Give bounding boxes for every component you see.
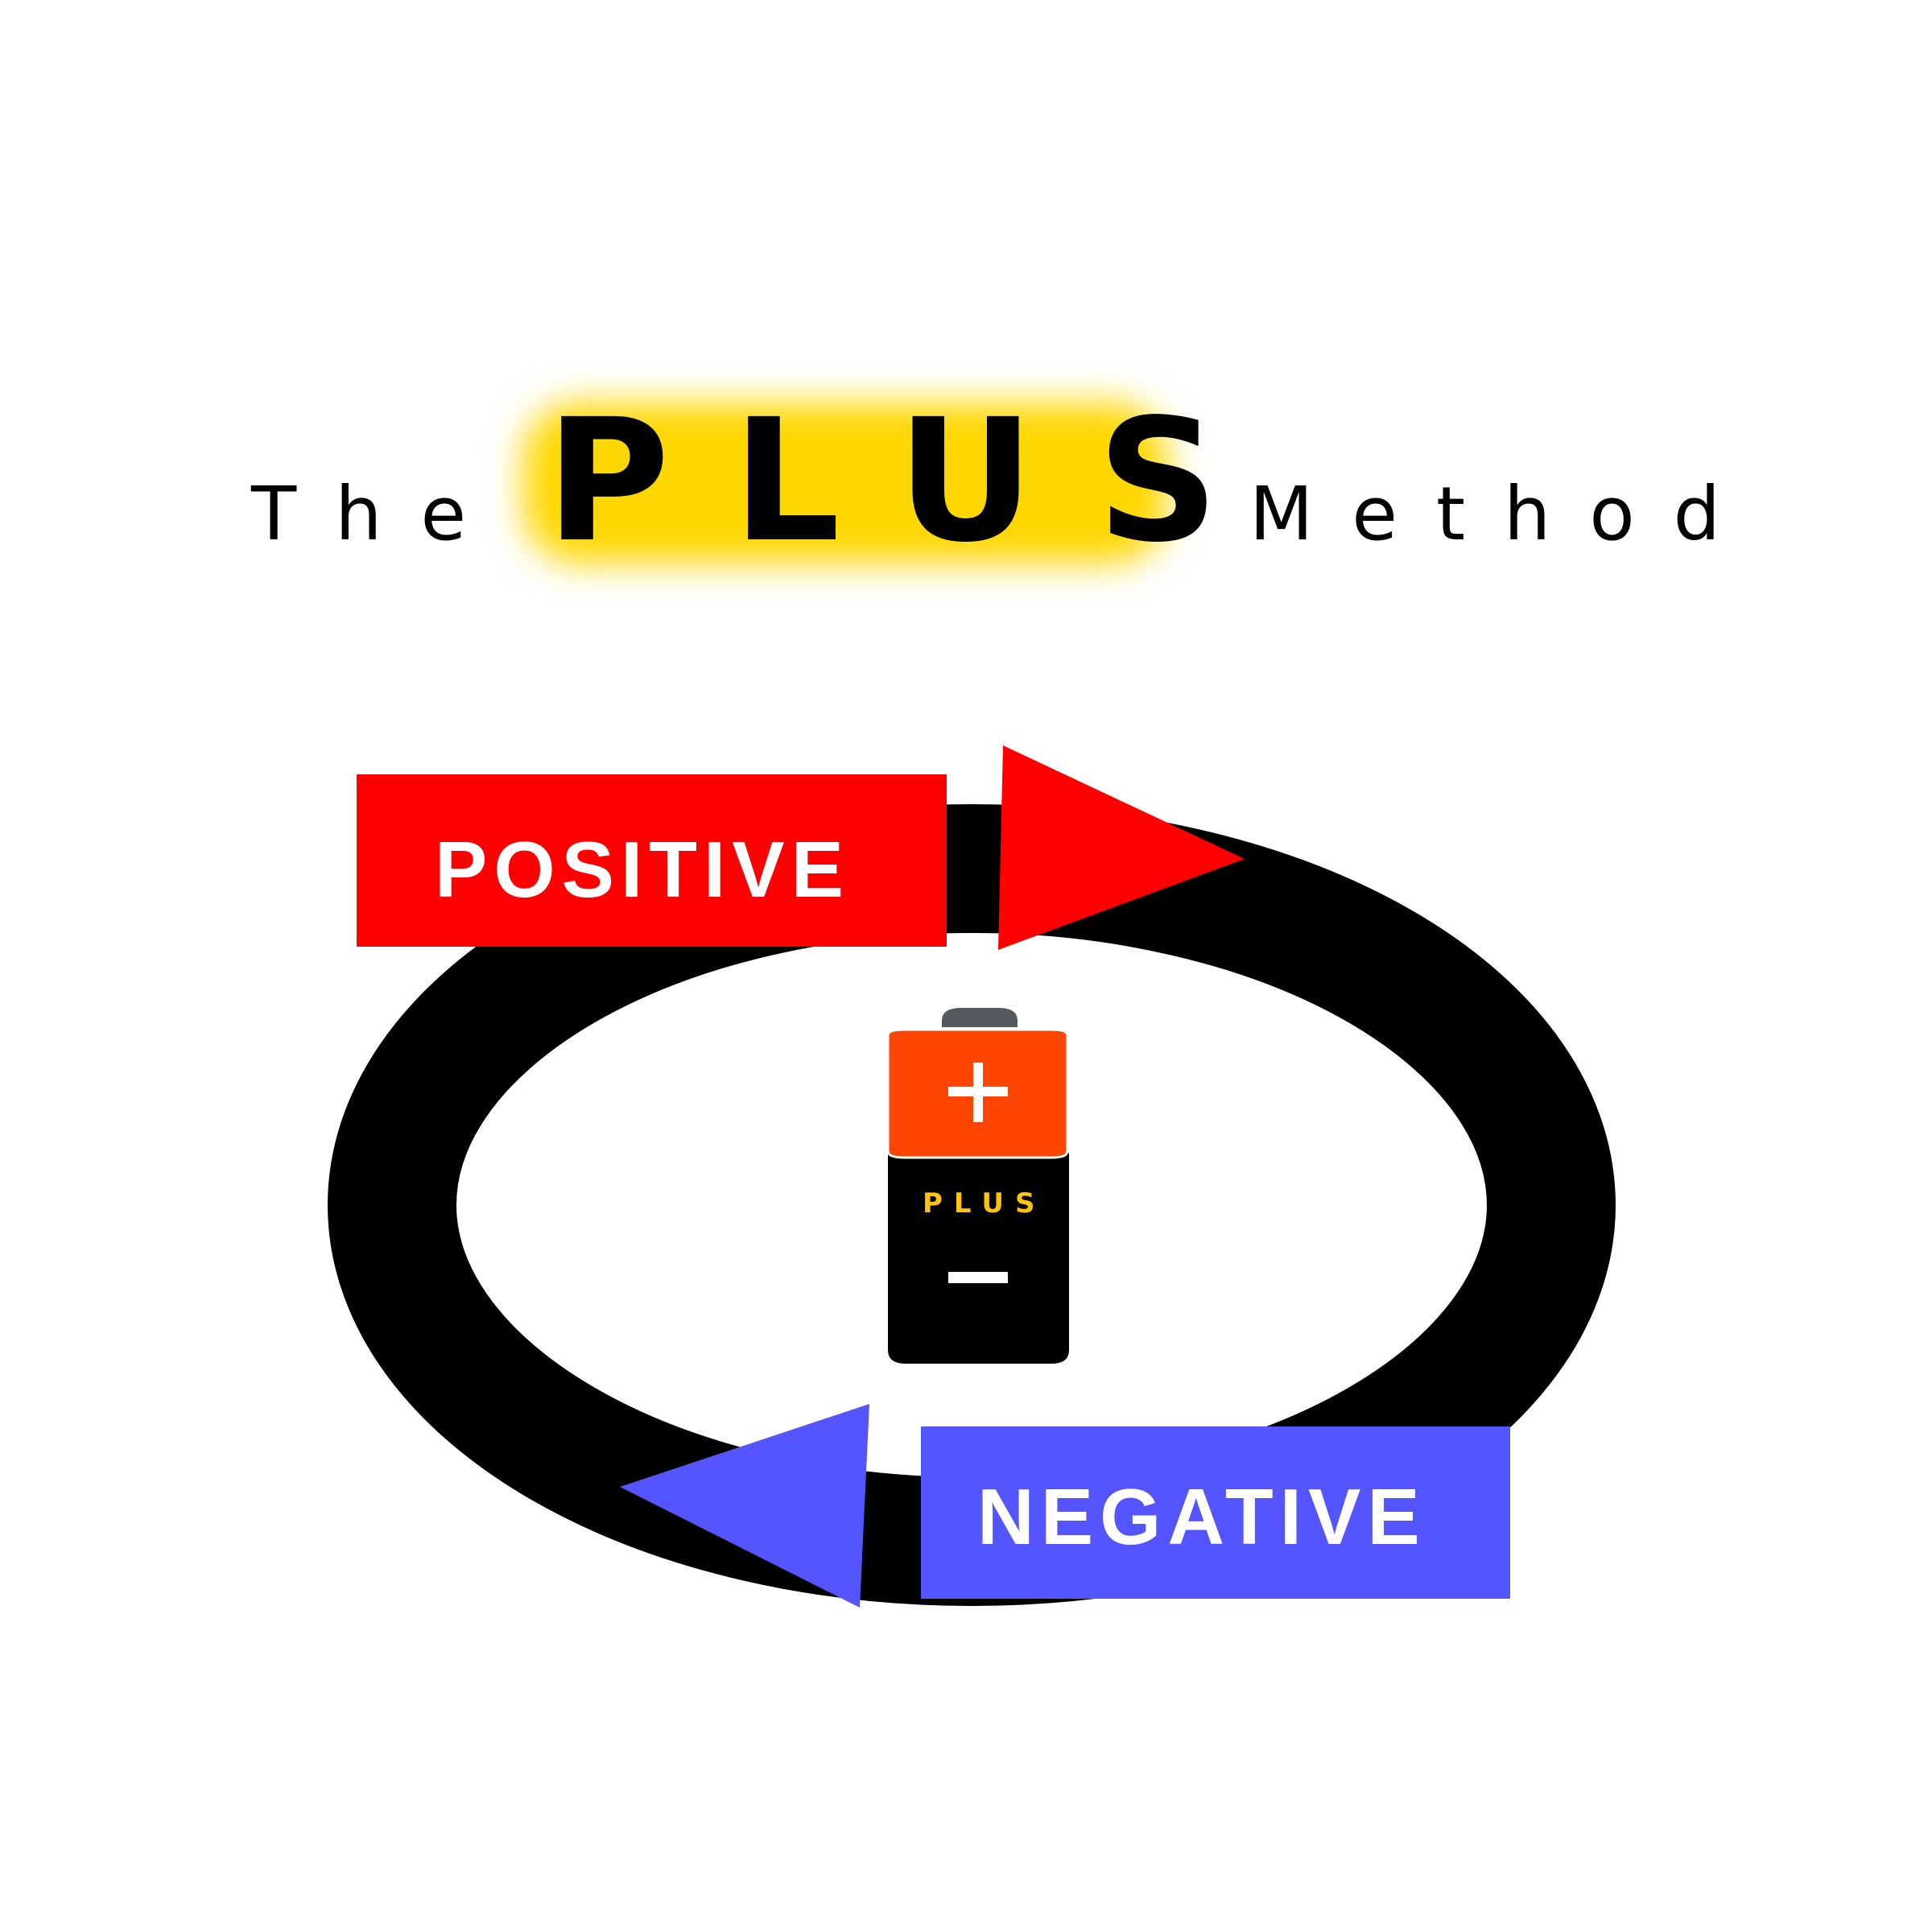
battery-body [888, 1153, 1069, 1364]
minus-sign-icon [948, 1272, 1008, 1283]
title-highlight: PLUS [546, 382, 1282, 580]
negative-arrow: NEGATIVE [620, 1404, 1510, 1608]
positive-arrow: POSITIVE [357, 745, 1245, 950]
positive-label-box [357, 774, 947, 947]
negative-label-box [921, 1426, 1510, 1599]
negative-label: NEGATIVE [977, 1472, 1426, 1561]
title-prefix: The [250, 471, 505, 557]
battery-word: PLUS [923, 1187, 1046, 1220]
positive-label: POSITIVE [435, 825, 850, 914]
title-highlight-glow [523, 402, 1167, 564]
positive-arrowhead-icon [998, 745, 1245, 950]
battery-cap [942, 1008, 1018, 1027]
negative-arrowhead-icon [620, 1404, 869, 1608]
title: The PLUS Method [250, 382, 1759, 580]
title-suffix: Method [1249, 471, 1759, 557]
plus-sign-icon [948, 1063, 1008, 1122]
battery-icon: PLUS [886, 1008, 1069, 1364]
